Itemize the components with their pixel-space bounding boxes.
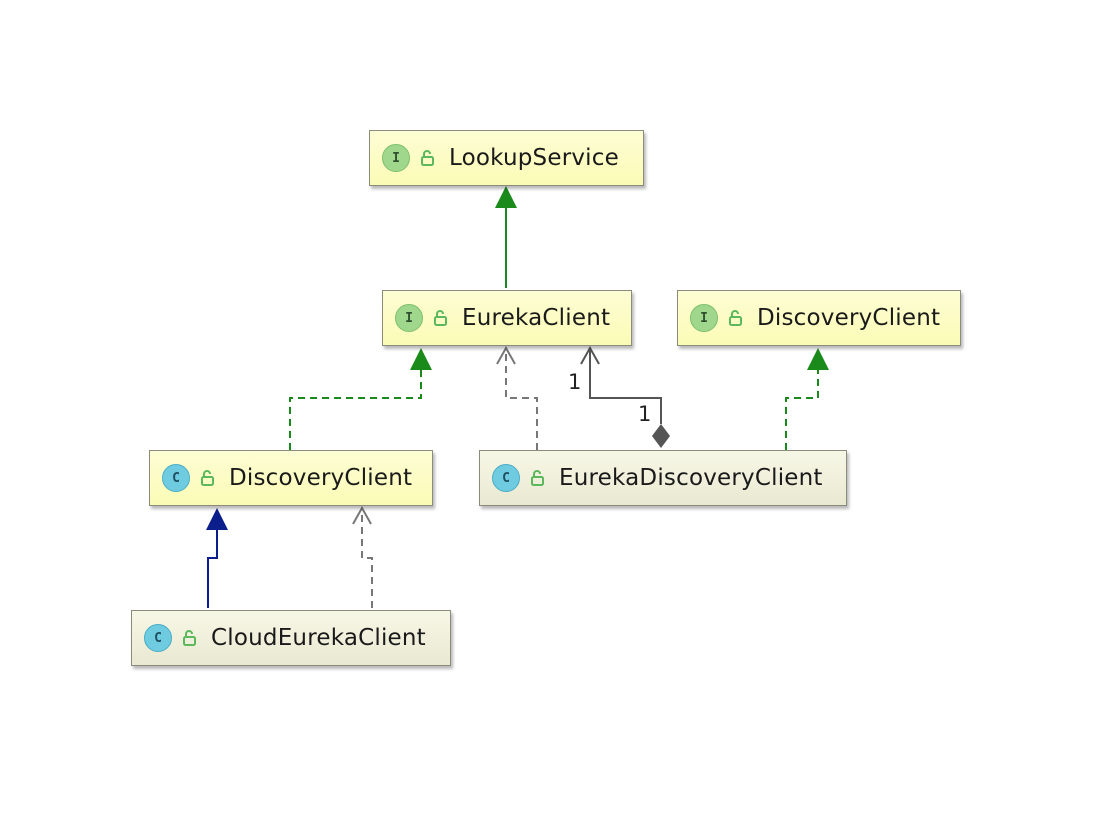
inheritance-arrowhead — [206, 508, 228, 530]
class-icon: C — [162, 464, 190, 492]
node-label: CloudEurekaClient — [211, 625, 426, 651]
unlocked-padlock-icon — [434, 310, 447, 326]
multiplicity-target-label: 1 — [568, 370, 582, 394]
node-label: EurekaClient — [462, 305, 611, 331]
inheritance-arrowhead — [495, 186, 517, 208]
node-label: LookupService — [449, 145, 619, 171]
node-label: EurekaDiscoveryClient — [559, 465, 823, 491]
unlocked-padlock-icon — [421, 150, 434, 166]
node-label: DiscoveryClient — [757, 305, 941, 331]
realization-arrowhead — [807, 348, 829, 370]
multiplicity-source-label: 1 — [638, 402, 652, 426]
unlocked-padlock-icon — [183, 630, 196, 646]
edge-eurekadiscoveryclient-depends-eurekaclient — [496, 345, 538, 450]
edge-cloudeurekaclient-extends-discoveryclient — [206, 508, 228, 608]
node-discoveryclient-interface[interactable]: I DiscoveryClient — [677, 290, 961, 346]
interface-icon: I — [382, 144, 410, 172]
node-eurekadiscoveryclient[interactable]: C EurekaDiscoveryClient — [479, 450, 847, 506]
realization-arrowhead — [410, 348, 432, 370]
edge-eurekadiscoveryclient-composition-eurekaclient — [580, 345, 670, 448]
edge-eurekaclient-extends-lookupservice — [495, 186, 517, 288]
unlocked-padlock-icon — [531, 470, 544, 486]
class-icon: C — [492, 464, 520, 492]
unlocked-padlock-icon — [201, 470, 214, 486]
interface-icon: I — [690, 304, 718, 332]
node-cloudeurekaclient[interactable]: C CloudEurekaClient — [131, 610, 451, 666]
node-discoveryclient-class[interactable]: C DiscoveryClient — [149, 450, 433, 506]
class-icon: C — [144, 624, 172, 652]
dependency-arrowhead — [496, 345, 516, 365]
edge-discoveryclient-implements-eurekaclient — [289, 348, 432, 450]
node-eurekaclient[interactable]: I EurekaClient — [382, 290, 632, 346]
node-label: DiscoveryClient — [229, 465, 413, 491]
node-lookupservice[interactable]: I LookupService — [369, 130, 644, 186]
edge-cloudeurekaclient-depends-discoveryclient — [352, 505, 373, 608]
interface-icon: I — [395, 304, 423, 332]
unlocked-padlock-icon — [729, 310, 742, 326]
composition-diamond — [652, 424, 670, 448]
edge-eurekadiscoveryclient-implements-discoveryclient — [785, 348, 829, 450]
dependency-arrowhead — [352, 505, 372, 525]
association-arrowhead — [580, 345, 600, 365]
